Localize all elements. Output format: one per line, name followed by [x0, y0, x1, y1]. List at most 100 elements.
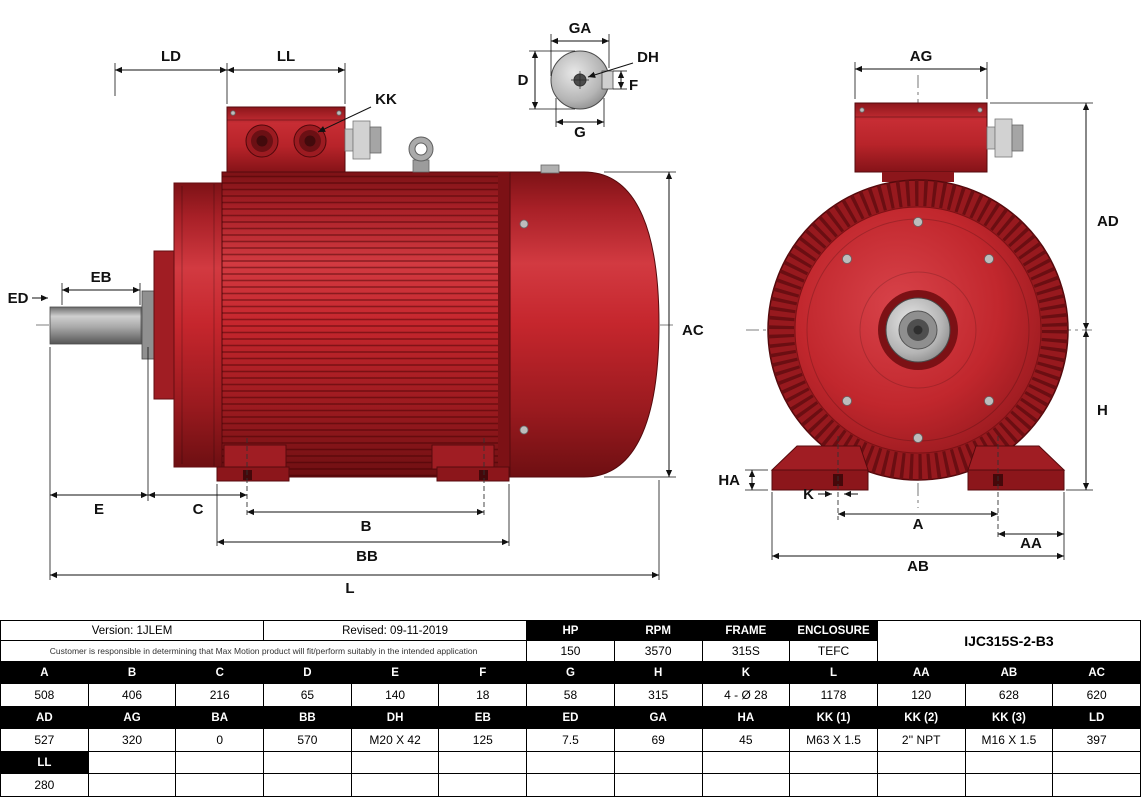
table-header-cell: BA	[175, 705, 265, 730]
table-header-cell: A	[0, 660, 89, 685]
table-row: Customer is responsible in determining t…	[0, 640, 1141, 662]
table-cell-empty	[350, 773, 440, 797]
table-header-cell: KK (2)	[876, 705, 966, 730]
table-cell: 125	[438, 728, 528, 752]
motor-body	[221, 171, 511, 478]
model-number-cell: IJC315S-2-B3	[876, 620, 1141, 662]
table-cell: M20 X 42	[350, 728, 440, 752]
table-header-cell: DH	[350, 705, 440, 730]
dim-label-g: G	[574, 124, 586, 141]
center-tap-hole	[571, 71, 589, 89]
table-cell-empty	[613, 773, 703, 797]
table-cell: 1178	[789, 683, 878, 707]
table-cell: 315S	[701, 640, 791, 662]
table-row: 280	[0, 773, 1141, 797]
table-row: LL	[0, 750, 1141, 775]
table-cell: 315	[613, 683, 703, 707]
table-cell: 58	[526, 683, 615, 707]
cable-gland	[986, 118, 1024, 158]
table-row: 527 320 0 570 M20 X 42 125 7.5 69 45 M63…	[0, 728, 1141, 752]
kk-conduit-hole	[293, 124, 327, 158]
table-cell: 2'' NPT	[876, 728, 966, 752]
table-cell: 397	[1052, 728, 1141, 752]
table-header-cell: D	[263, 660, 352, 685]
table-cell: M63 X 1.5	[789, 728, 878, 752]
dim-label-ld: LD	[161, 48, 181, 65]
side-view-dimensions: LD LL KK ED EB AC E C B BB L	[8, 48, 704, 597]
table-header-cell: AC	[1052, 660, 1141, 685]
table-cell-empty	[789, 750, 878, 775]
table-header-cell: B	[87, 660, 177, 685]
dim-label-ga: GA	[569, 20, 592, 37]
dim-label-b: B	[361, 518, 372, 535]
table-cell-empty	[613, 750, 703, 775]
dim-label-kk: KK	[375, 91, 397, 108]
screw-icon	[977, 107, 983, 113]
table-header-cell: ENCLOSURE	[789, 619, 878, 642]
table-cell: 620	[1052, 683, 1141, 707]
table-cell: 0	[175, 728, 265, 752]
terminal-box	[226, 106, 382, 173]
dim-label-ac: AC	[682, 322, 704, 339]
revised-cell: Revised: 09-11-2019	[263, 619, 528, 642]
table-header-cell: KK (1)	[789, 705, 878, 730]
disclaimer-cell: Customer is responsible in determining t…	[0, 640, 528, 662]
version-cell: Version: 1JLEM	[0, 619, 265, 642]
dim-label-dh: DH	[637, 49, 659, 66]
table-cell-empty	[964, 750, 1054, 775]
dim-label-f: F	[629, 77, 638, 94]
table-cell-empty	[526, 773, 615, 797]
table-cell-empty	[1052, 773, 1141, 797]
end-terminal-box	[854, 102, 1024, 182]
dim-label-c: C	[193, 501, 204, 518]
table-cell: 4 - Ø 28	[701, 683, 791, 707]
table-header-cell: C	[175, 660, 265, 685]
table-header-cell: KK (3)	[964, 705, 1054, 730]
table-header-cell: L	[789, 660, 878, 685]
table-row: AD AG BA BB DH EB ED GA HA KK (1) KK (2)…	[0, 705, 1141, 730]
table-cell-empty	[350, 750, 440, 775]
eye-bolt	[408, 136, 434, 173]
table-header-cell: AA	[876, 660, 966, 685]
dim-label-bb: BB	[356, 548, 378, 565]
table-header-cell: HP	[526, 619, 615, 642]
table-cell: 280	[0, 773, 89, 797]
table-cell: TEFC	[789, 640, 878, 662]
table-row: 508 406 216 65 140 18 58 315 4 - Ø 28 11…	[0, 683, 1141, 707]
side-view	[36, 106, 676, 516]
table-cell-empty	[87, 773, 177, 797]
table-cell-empty	[876, 750, 966, 775]
table-cell-empty	[263, 773, 352, 797]
table-header-cell: HA	[701, 705, 791, 730]
table-cell-empty	[175, 750, 265, 775]
mounting-feet	[216, 438, 510, 516]
dim-label-ad: AD	[1097, 213, 1119, 230]
fan-cover	[509, 164, 660, 478]
table-cell-empty	[789, 773, 878, 797]
table-row: A B C D E F G H K L AA AB AC	[0, 660, 1141, 685]
table-cell: 150	[526, 640, 615, 662]
screw-icon	[336, 110, 342, 116]
table-cell-empty	[438, 773, 528, 797]
front-endbell	[153, 182, 223, 468]
end-view	[746, 75, 1092, 540]
motor-shaft	[49, 290, 157, 360]
table-cell-empty	[526, 750, 615, 775]
table-cell-empty	[263, 750, 352, 775]
table-cell: 508	[0, 683, 89, 707]
screw-icon	[519, 425, 529, 435]
table-cell-empty	[701, 773, 791, 797]
table-cell: 527	[0, 728, 89, 752]
screw-icon	[842, 396, 852, 406]
shaft-detail-view	[550, 50, 614, 110]
table-header-cell: BB	[263, 705, 352, 730]
end-mounting-feet	[770, 436, 1066, 540]
table-cell: 3570	[613, 640, 703, 662]
table-cell: 216	[175, 683, 265, 707]
screw-icon	[984, 396, 994, 406]
cable-gland	[344, 120, 382, 160]
table-header-cell: LL	[0, 750, 89, 775]
screw-icon	[842, 254, 852, 264]
table-cell: 570	[263, 728, 352, 752]
